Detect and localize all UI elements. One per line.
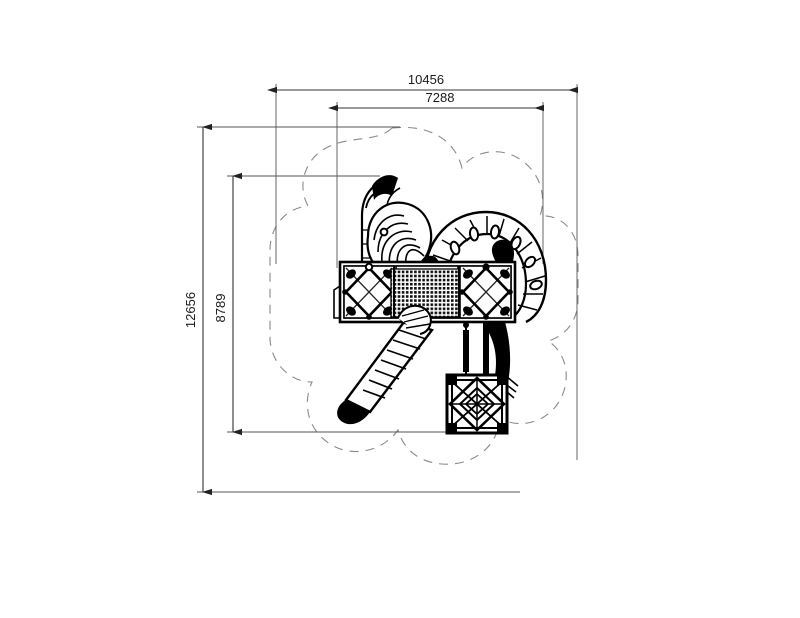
lattice-tower-platform — [445, 373, 509, 435]
dimension-width-inner: 7288 — [328, 90, 544, 268]
support-post — [463, 322, 469, 382]
dimension-height-inner: 8789 — [213, 172, 460, 436]
diamond-braced-platform-left — [342, 262, 396, 320]
dimension-label-height-outer: 12656 — [183, 292, 198, 328]
dimension-label-width-outer: 10456 — [408, 72, 444, 87]
safety-zone-boundary — [269, 126, 579, 465]
dimension-height-outer: 12656 — [183, 123, 520, 496]
dimension-width-outer: 10456 — [267, 72, 578, 460]
ribbed-straight-slide — [337, 304, 435, 425]
dimension-label-height-inner: 8789 — [213, 294, 228, 323]
dimension-label-width-inner: 7288 — [426, 90, 455, 105]
corrugated-spiral-tube-slide — [360, 175, 433, 275]
diamond-braced-platform-right — [459, 263, 513, 320]
